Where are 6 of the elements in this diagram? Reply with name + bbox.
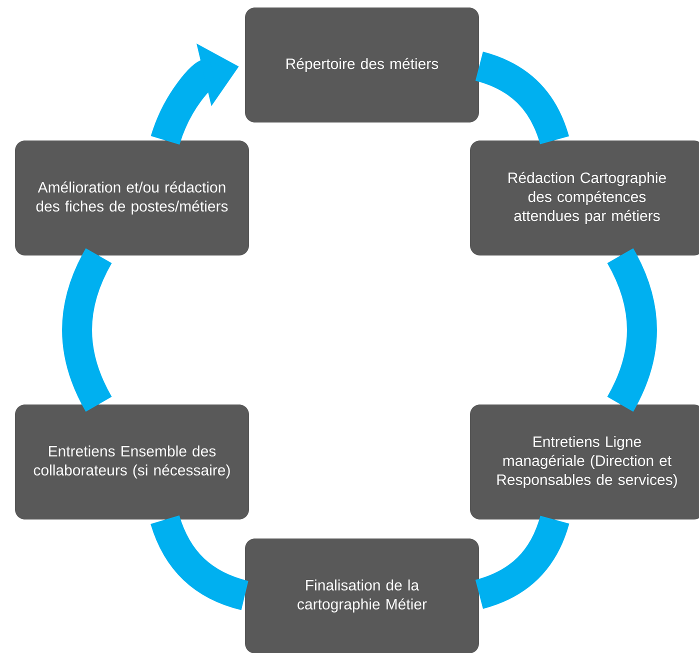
process-box: Entretiens Ligne managériale (Direction et Responsables de services) (470, 404, 699, 520)
process-box: Amélioration et/ou rédaction des fiches de postes/métiers (15, 140, 249, 256)
process-box: Répertoire des métiers (245, 8, 479, 122)
process-box: Entretiens Ensemble des collaborateurs (si nécessaire) (15, 404, 249, 520)
process-box: Finalisation de la cartographie Métier (245, 538, 479, 653)
process-box: Rédaction Cartographie des compétences attendues par métiers (470, 140, 699, 256)
